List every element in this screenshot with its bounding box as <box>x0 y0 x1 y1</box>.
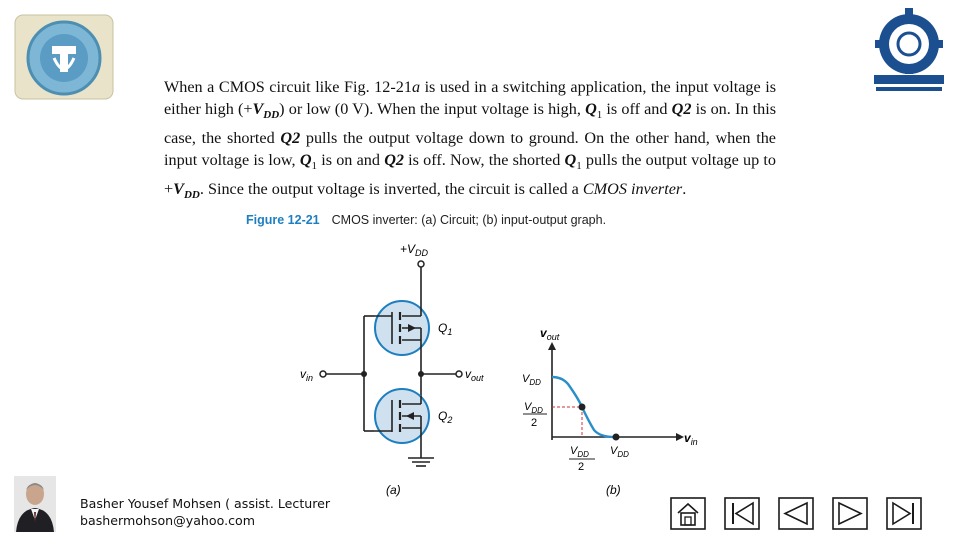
paragraph-segment: 1 <box>576 160 582 173</box>
vout-terminal <box>455 370 463 378</box>
paragraph-segment: 1 <box>596 109 603 122</box>
circuit-part-label: (a) <box>386 483 401 497</box>
author-photo <box>14 476 56 532</box>
y-axis-label: vout <box>540 326 560 342</box>
vdd-label: +VDD <box>400 242 429 258</box>
x-axis-label: vin <box>684 431 698 447</box>
paragraph-segment: When a CMOS circuit like Fig. 12-21 <box>164 78 412 96</box>
x-tick-vdd: VDD <box>610 445 629 459</box>
y-tick-vdd: VDD <box>522 373 541 387</box>
home-icon <box>670 497 706 530</box>
prev-icon <box>778 497 814 530</box>
vdd-terminal <box>417 260 425 268</box>
paragraph-segment: pulls the output voltage down to ground.… <box>164 129 776 170</box>
figure-number: Figure 12-21 <box>246 213 320 227</box>
paragraph-segment: 1 <box>311 160 318 173</box>
x-tick-half-vdd-num: VDD <box>570 445 589 459</box>
slide-paragraph: When a CMOS circuit like Fig. 12-21a is … <box>164 76 776 207</box>
author-name: Basher Yousef Mohsen ( assist. Lecturer <box>80 496 331 511</box>
input-output-graph: vout vin VDD VDD 2 VDD 2 VDD (b) <box>510 322 710 498</box>
paragraph-segment: . <box>682 180 687 199</box>
paragraph-segment: Q2 <box>671 100 692 119</box>
paragraph-segment: Q <box>299 151 312 170</box>
q2-label: Q2 <box>438 409 452 425</box>
paragraph-segment: . Since the output voltage is inverted, … <box>199 180 583 199</box>
previous-slide-button[interactable] <box>778 497 814 530</box>
paragraph-segment: Q <box>564 151 577 170</box>
paragraph-segment: DD <box>263 109 280 122</box>
paragraph-segment: V <box>173 180 184 199</box>
paragraph-segment: pulls the output voltage up to + <box>164 151 777 199</box>
next-icon <box>832 497 868 530</box>
paragraph-segment: is on and <box>317 151 385 170</box>
vin-label: vin <box>300 367 313 383</box>
paragraph-segment: CMOS inverter <box>582 180 683 199</box>
y-tick-half-vdd-num: VDD <box>524 401 543 415</box>
vin-terminal <box>319 370 327 378</box>
ground-symbol <box>408 457 434 467</box>
x-tick-half-vdd-den: 2 <box>578 461 584 473</box>
paragraph-text: When a CMOS circuit like Fig. 12-21a is … <box>164 76 776 207</box>
paragraph-segment: ) or low (0 V). When the input voltage i… <box>279 100 586 119</box>
paragraph-segment: is off. Now, the shorted <box>403 151 565 170</box>
last-slide-button[interactable] <box>886 497 922 530</box>
first-icon <box>724 497 760 530</box>
paragraph-segment: V <box>252 100 264 119</box>
graph-part-label: (b) <box>606 483 621 497</box>
paragraph-segment: Q2 <box>280 129 301 148</box>
paragraph-segment: Q <box>585 100 597 119</box>
author-email[interactable]: bashermohson@yahoo.com <box>80 513 255 528</box>
figure-caption-text: CMOS inverter: (a) Circuit; (b) input-ou… <box>331 213 607 227</box>
cmos-circuit-diagram: +VDD Q1 vin vout <box>290 236 510 498</box>
y-tick-half-vdd-den: 2 <box>531 417 537 429</box>
vout-label: vout <box>465 367 484 383</box>
paragraph-segment: Q2 <box>384 151 404 170</box>
paragraph-segment: is off and <box>602 100 672 119</box>
first-slide-button[interactable] <box>724 497 760 530</box>
paragraph-segment: is on. In this case, the shorted <box>164 100 776 148</box>
midpoint-dot <box>578 403 586 411</box>
figure-caption: Figure 12-21 CMOS inverter: (a) Circuit; … <box>246 213 606 227</box>
paragraph-segment: DD <box>183 189 200 202</box>
last-icon <box>886 497 922 530</box>
university-logo <box>14 14 114 100</box>
paragraph-segment: is used in a switching application, the … <box>164 78 776 119</box>
home-button[interactable] <box>670 497 706 530</box>
footer-credit: Basher Yousef Mohsen ( assist. Lecturer … <box>80 495 330 529</box>
paragraph-segment: a <box>411 78 421 96</box>
q1-label: Q1 <box>438 321 452 337</box>
next-slide-button[interactable] <box>832 497 868 530</box>
college-logo <box>866 8 952 94</box>
end-dot <box>612 433 620 441</box>
